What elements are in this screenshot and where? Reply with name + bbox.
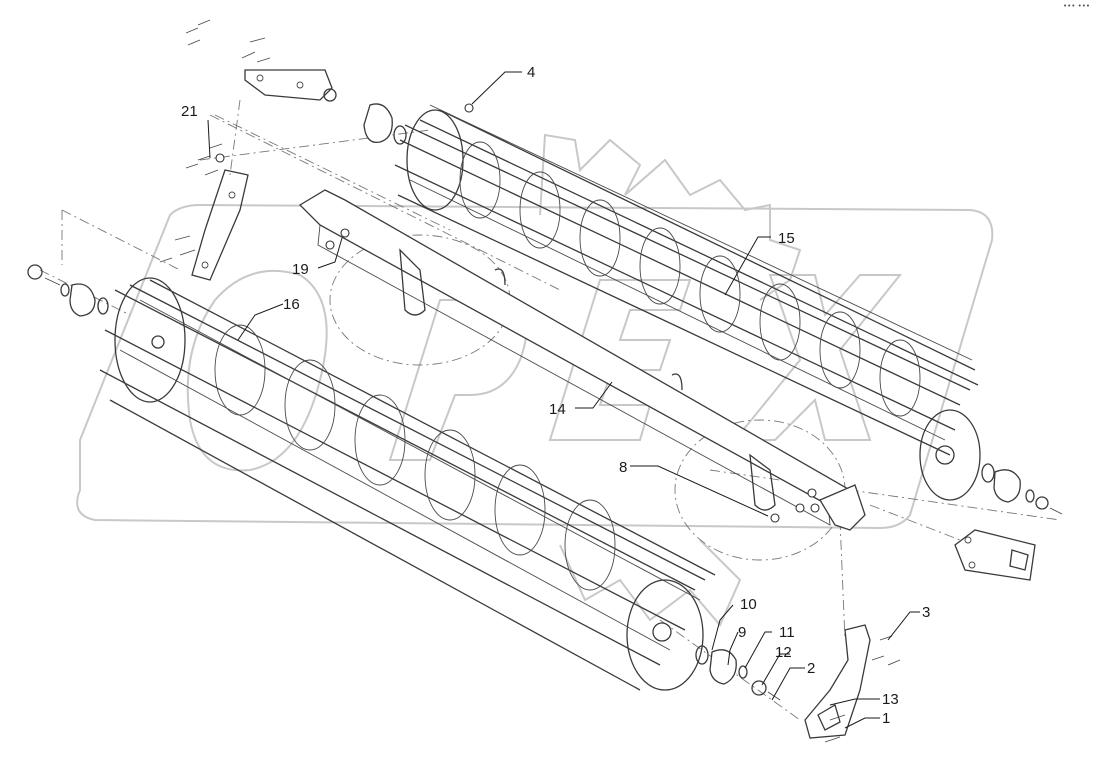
callout-19: 19 xyxy=(292,261,309,278)
callout-13: 13 xyxy=(882,691,899,708)
callout-4: 4 xyxy=(527,64,535,81)
callout-2: 2 xyxy=(807,660,815,677)
frame-beam xyxy=(298,189,866,531)
callout-12: 12 xyxy=(775,644,792,661)
right-bearing-stack xyxy=(770,463,1063,581)
callout-21: 21 xyxy=(181,103,198,120)
watermark-letter-e xyxy=(548,279,692,441)
watermark-letter-x xyxy=(732,274,903,441)
leader-lines xyxy=(207,71,920,729)
callout-9: 9 xyxy=(738,624,746,641)
lower-right-bracket xyxy=(695,624,901,743)
lower-roller-cage xyxy=(99,277,716,691)
watermark-badge xyxy=(76,203,994,530)
watermark-letter-o xyxy=(186,269,328,472)
left-bearing-stack xyxy=(27,264,109,317)
callout-16: 16 xyxy=(283,296,300,313)
callout-3: 3 xyxy=(922,604,930,621)
callout-15: 15 xyxy=(778,230,795,247)
callout-8: 8 xyxy=(619,459,627,476)
watermark-gear-lower xyxy=(559,539,742,627)
callout-14: 14 xyxy=(549,401,566,418)
assembly-centerlines xyxy=(39,99,1061,721)
watermark-logo xyxy=(76,133,994,627)
upper-left-bracket xyxy=(159,19,474,281)
corner-mark: ••• ••• xyxy=(1063,2,1090,10)
callout-11: 11 xyxy=(779,624,795,641)
upper-roller-cage xyxy=(394,104,981,501)
callout-1: 1 xyxy=(882,710,890,727)
callout-10: 10 xyxy=(740,596,757,613)
callout-labels: 4 21 15 19 16 14 8 10 3 9 11 12 2 13 1 xyxy=(181,64,930,727)
watermark-gear xyxy=(539,133,802,301)
